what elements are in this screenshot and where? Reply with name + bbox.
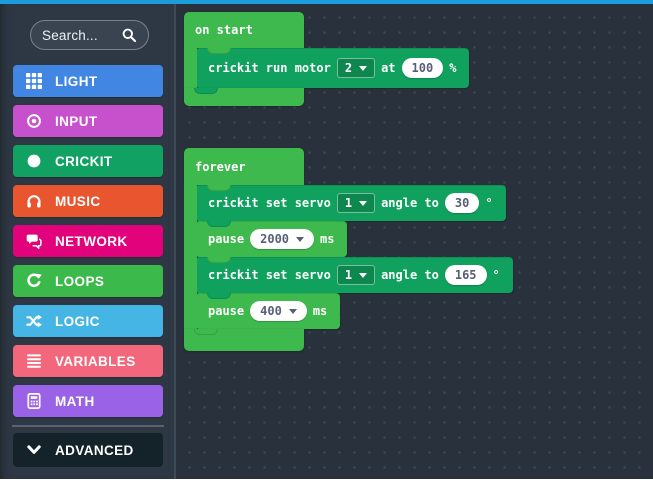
- block-label: crickit set servo: [208, 268, 331, 282]
- on-start-block[interactable]: on start crickit run motor 2 at 100 %: [184, 12, 470, 106]
- pause-block-1[interactable]: pause 2000 ms: [197, 221, 348, 257]
- dropdown-value: 1: [344, 196, 353, 210]
- sidebar-item-label: INPUT: [55, 113, 98, 129]
- sidebar-item-loops[interactable]: LOOPS: [13, 265, 163, 297]
- forever-block[interactable]: forever crickit set servo 1 angle to 30: [184, 148, 513, 351]
- block-label: forever: [195, 159, 246, 174]
- block-label: °: [492, 268, 500, 282]
- block-label: at: [381, 61, 396, 75]
- grid-icon: [25, 73, 42, 90]
- target-icon: [25, 113, 42, 130]
- circle-icon: [25, 153, 42, 170]
- category-list: LIGHT INPUT CRICKIT MUSIC: [13, 65, 163, 417]
- sidebar-item-label: ADVANCED: [55, 442, 134, 458]
- on-start-header[interactable]: on start: [184, 12, 304, 48]
- sidebar-item-advanced[interactable]: ADVANCED: [13, 433, 163, 467]
- top-accent-bar: [0, 0, 653, 4]
- forever-spine: [184, 185, 197, 329]
- pause-block-2[interactable]: pause 400 ms: [197, 293, 341, 329]
- connector-notch: [207, 185, 231, 191]
- dropdown-arrow-icon: [359, 65, 368, 71]
- pause-duration-dropdown[interactable]: 2000: [250, 229, 315, 249]
- dropdown-arrow-icon: [288, 308, 297, 314]
- dropdown-value: 400: [260, 304, 282, 318]
- block-label: pause: [208, 232, 245, 246]
- forever-header[interactable]: forever: [184, 148, 304, 185]
- motor-number-dropdown[interactable]: 2: [336, 58, 376, 78]
- block-label: pause: [208, 304, 245, 318]
- sidebar-item-music[interactable]: MUSIC: [13, 185, 163, 217]
- crickit-set-servo-block-2[interactable]: crickit set servo 1 angle to 165 °: [197, 257, 513, 293]
- sidebar-item-logic[interactable]: LOGIC: [13, 305, 163, 337]
- headphones-icon: [25, 193, 42, 210]
- block-label: angle to: [381, 268, 439, 282]
- dropdown-value: 2000: [260, 232, 290, 246]
- connector-notch: [194, 329, 218, 335]
- chat-icon: [25, 233, 42, 250]
- sidebar-item-label: MUSIC: [55, 193, 101, 209]
- sidebar-item-light[interactable]: LIGHT: [13, 65, 163, 97]
- sidebar-item-label: NETWORK: [55, 233, 128, 249]
- dropdown-value: 2: [344, 61, 353, 75]
- block-canvas[interactable]: on start crickit run motor 2 at 100 %: [174, 4, 653, 479]
- calculator-icon: [25, 393, 42, 410]
- search-icon: [120, 27, 137, 44]
- block-label: crickit run motor: [208, 61, 331, 75]
- on-start-footer[interactable]: [184, 88, 304, 106]
- list-icon: [25, 353, 42, 370]
- sidebar-item-label: LOGIC: [55, 313, 100, 329]
- forever-footer[interactable]: [184, 329, 304, 351]
- crickit-set-servo-block-1[interactable]: crickit set servo 1 angle to 30 °: [197, 185, 506, 221]
- loop-icon: [25, 273, 42, 290]
- dropdown-arrow-icon: [359, 200, 368, 206]
- dropdown-value: 1: [344, 268, 353, 282]
- sidebar-item-label: MATH: [55, 393, 95, 409]
- dropdown-arrow-icon: [296, 236, 305, 242]
- servo-number-dropdown[interactable]: 1: [336, 193, 376, 213]
- toolbox-sidebar: Search... LIGHT INPUT: [0, 4, 174, 479]
- sidebar-item-label: LOOPS: [55, 273, 105, 289]
- sidebar-item-label: LIGHT: [55, 73, 98, 89]
- crickit-run-motor-block[interactable]: crickit run motor 2 at 100 %: [197, 48, 470, 88]
- block-label: angle to: [381, 196, 439, 210]
- connector-notch: [207, 293, 231, 299]
- block-label: crickit set servo: [208, 196, 331, 210]
- connector-notch: [207, 48, 231, 54]
- sidebar-item-variables[interactable]: VARIABLES: [13, 345, 163, 377]
- block-label: °: [485, 196, 493, 210]
- sidebar-item-input[interactable]: INPUT: [13, 105, 163, 137]
- sidebar-divider: [12, 425, 164, 427]
- pause-duration-dropdown[interactable]: 400: [250, 301, 307, 321]
- search-placeholder: Search...: [42, 27, 98, 43]
- block-label: ms: [320, 232, 335, 246]
- shuffle-icon: [25, 313, 42, 330]
- sidebar-item-network[interactable]: NETWORK: [13, 225, 163, 257]
- block-label: ms: [312, 304, 328, 318]
- connector-notch: [207, 257, 231, 263]
- sidebar-item-label: CRICKIT: [55, 153, 113, 169]
- connector-notch: [207, 221, 231, 227]
- dropdown-arrow-icon: [359, 272, 368, 278]
- sidebar-item-crickit[interactable]: CRICKIT: [13, 145, 163, 177]
- servo-angle-input[interactable]: 30: [444, 193, 480, 213]
- on-start-spine: [184, 48, 197, 88]
- servo-angle-input[interactable]: 165: [444, 265, 487, 285]
- sidebar-item-math[interactable]: MATH: [13, 385, 163, 417]
- block-label: on start: [195, 23, 253, 37]
- sidebar-item-label: VARIABLES: [55, 353, 136, 369]
- chevron-down-icon: [25, 442, 42, 459]
- search-input[interactable]: Search...: [30, 20, 149, 50]
- connector-notch: [194, 88, 218, 94]
- motor-speed-input[interactable]: 100: [401, 58, 444, 78]
- block-label: %: [449, 61, 457, 75]
- servo-number-dropdown[interactable]: 1: [336, 265, 376, 285]
